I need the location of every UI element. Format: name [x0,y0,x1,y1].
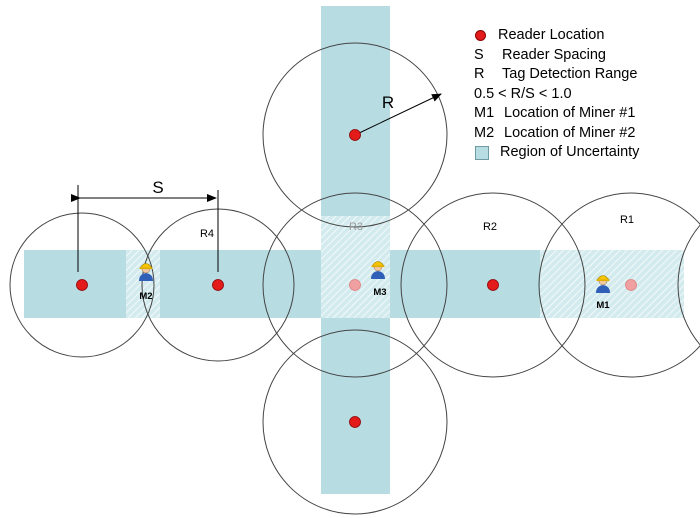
range-circle-far-left [9,212,155,358]
reader-dots [76,129,637,428]
legend-text-reader-location: Reader Location [498,27,605,43]
reader-label-r3: R3 [349,221,363,233]
legend-item-miner1: M1 Location of Miner #1 [474,104,639,124]
overlap-region-r4-left [126,250,160,318]
legend-item-tag-detection-range: R Tag Detection Range [474,65,639,85]
uncertainty-swatch-icon [475,145,489,160]
legend-key-m2: M2 [474,124,495,141]
reader-dot-r2 [487,279,499,291]
range-circle-top [262,42,448,228]
legend-text-tag-detection-range: Tag Detection Range [502,66,638,82]
reader-label-r4: R4 [200,228,214,240]
legend-key-r: R [474,66,485,82]
reader-label-r1: R1 [620,214,634,226]
legend-item-miner2: M2 Location of Miner #2 [474,124,639,144]
reader-label-r2: R2 [483,221,497,233]
legend-item-reader-spacing: S Reader Spacing [474,46,639,66]
legend-text-ratio: 0.5 < R/S < 1.0 [474,85,572,102]
reader-dot-r4 [212,279,224,291]
reader-dot-r3 [349,279,361,291]
legend-text-miner2: Location of Miner #2 [504,124,636,141]
range-circle-r2 [400,192,586,378]
radius-label: R [382,93,394,112]
reader-dot-r1 [625,279,637,291]
legend-text-uncertainty: Region of Uncertainty [500,144,640,160]
reader-dot-bottom [349,416,361,428]
legend-key-m1: M1 [474,105,495,121]
miner-label-m2: M2 [139,291,152,302]
overlap-region-r3-top [321,216,390,250]
miner-label-m1: M1 [596,300,610,311]
legend-item-ratio: 0.5 < R/S < 1.0 [474,85,639,105]
reader-dot-top [349,129,361,141]
red-dot-icon [475,30,486,42]
range-circle-r1 [538,192,700,378]
overlap-region-r1-left [540,250,620,318]
range-circle-r3 [262,192,448,378]
legend-item-reader-location: Reader Location [474,26,639,46]
miner-m1-icon [596,275,610,293]
miner-label-m3: M3 [373,287,386,298]
legend-text-miner1: Location of Miner #1 [504,105,636,121]
radius-arrow [354,93,442,136]
range-circle-far-right [677,224,700,346]
legend-item-uncertainty: Region of Uncertainty [474,143,639,163]
range-circle-bottom [262,329,448,515]
miner-m3-icon [371,261,385,279]
spacing-label: S [152,178,163,197]
legend-text-reader-spacing: Reader Spacing [502,46,606,63]
reader-dot-far-left [76,279,88,291]
legend: Reader Location S Reader Spacing R Tag D… [474,26,639,163]
legend-key-s: S [474,46,484,63]
miner-m2-icon [139,263,153,281]
